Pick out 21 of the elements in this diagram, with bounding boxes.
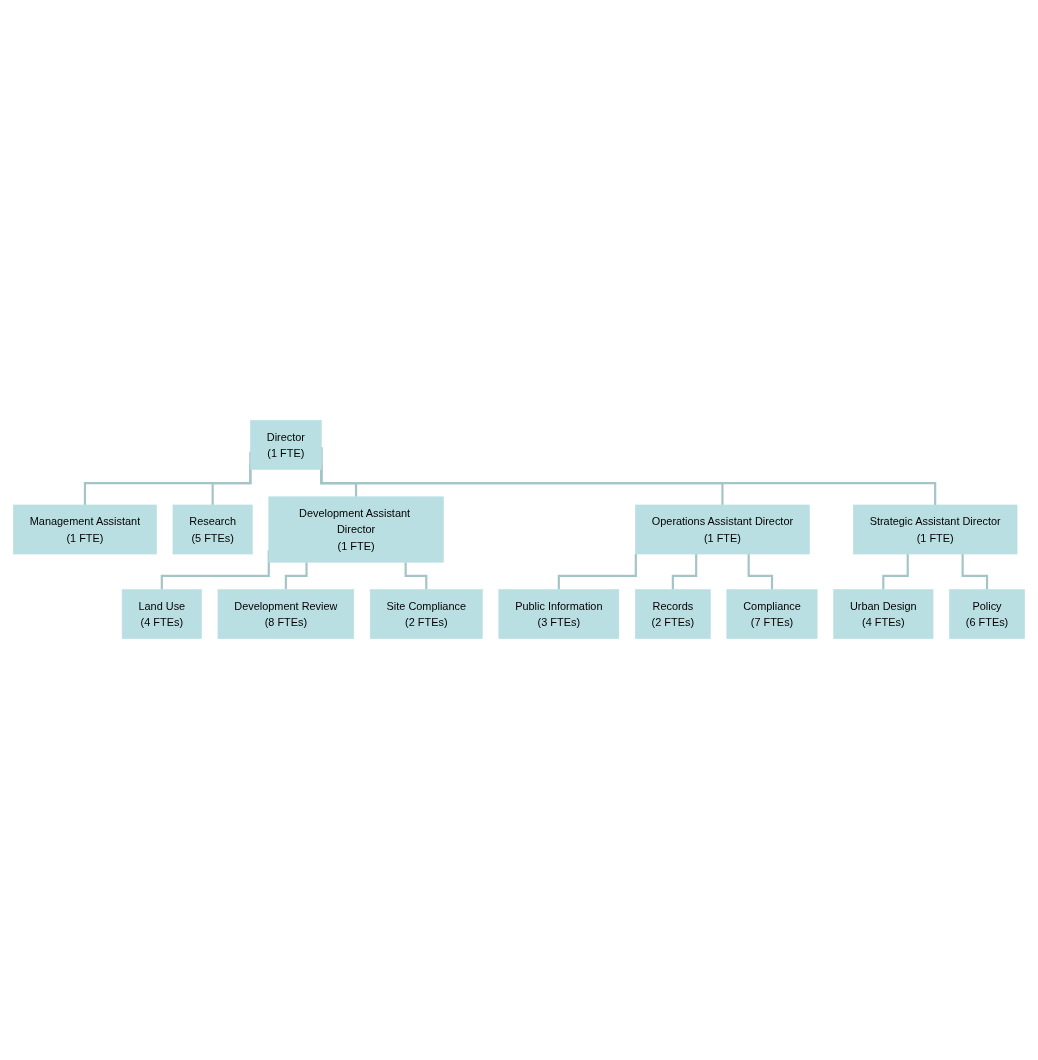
- connector: [557, 554, 637, 592]
- connector: [404, 562, 428, 592]
- node-box: Records (2 FTEs): [634, 589, 711, 640]
- node-box: Operations Assistant Director (1 FTE): [635, 505, 810, 555]
- node-box: Research (5 FTEs): [172, 505, 253, 555]
- connector: [747, 554, 774, 592]
- connector: [284, 562, 308, 592]
- node-box: Management Assistant (1 FTE): [13, 505, 157, 555]
- node-box: Compliance (7 FTEs): [726, 589, 818, 640]
- node-box: Development Assistant Director (1 FTE): [268, 497, 444, 563]
- connector: [961, 554, 989, 592]
- connector: [671, 554, 698, 592]
- node-box: Land Use (4 FTEs): [121, 589, 202, 640]
- connector: [882, 554, 909, 592]
- node-box: Development Review (8 FTEs): [217, 589, 355, 640]
- node-box: Strategic Assistant Director (1 FTE): [853, 505, 1018, 555]
- node-box: Urban Design (4 FTEs): [833, 589, 934, 640]
- node-box: Director (1 FTE): [250, 420, 322, 471]
- node-box: Site Compliance (2 FTEs): [369, 589, 483, 640]
- node-box: Policy (6 FTEs): [949, 589, 1025, 640]
- node-box: Public Information (3 FTEs): [498, 589, 620, 640]
